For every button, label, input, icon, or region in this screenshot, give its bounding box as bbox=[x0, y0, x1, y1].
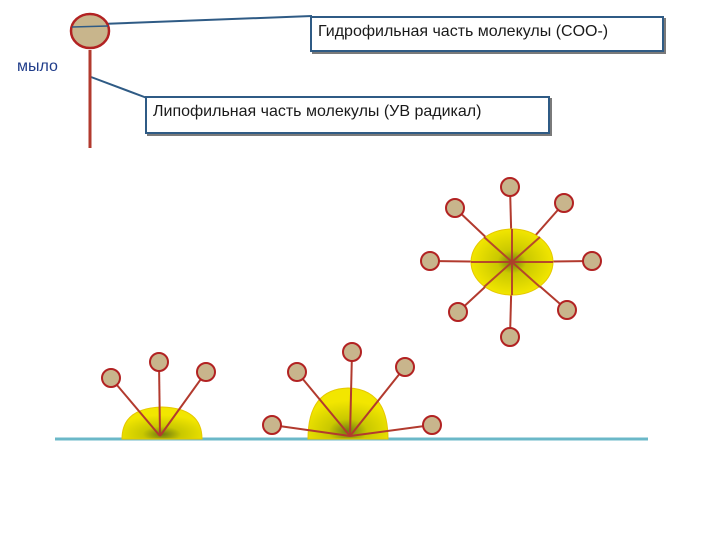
oil-droplet-medium bbox=[263, 343, 441, 439]
lipophilic-label: Липофильная часть молекулы (УВ радикал) bbox=[153, 103, 481, 120]
droplet-head bbox=[263, 416, 281, 434]
oil-droplet-small bbox=[102, 353, 215, 439]
micelle-head bbox=[558, 301, 576, 319]
micelle-head bbox=[421, 252, 439, 270]
droplet-head bbox=[288, 363, 306, 381]
hydrophilic-pointer-line bbox=[74, 16, 312, 25]
lipophilic-pointer-line bbox=[91, 77, 147, 98]
droplet-head bbox=[197, 363, 215, 381]
micelle-head bbox=[555, 194, 573, 212]
hydrophilic-callout: Гидрофильная часть молекулы (COO-) bbox=[310, 16, 664, 52]
droplet-head bbox=[423, 416, 441, 434]
micelle-head bbox=[449, 303, 467, 321]
droplet-head bbox=[150, 353, 168, 371]
micelle-head bbox=[446, 199, 464, 217]
hydrophilic-label: Гидрофильная часть молекулы (COO-) bbox=[318, 23, 608, 40]
micelle-head bbox=[501, 328, 519, 346]
droplet-head bbox=[343, 343, 361, 361]
micelle-head bbox=[501, 178, 519, 196]
droplet-head bbox=[102, 369, 120, 387]
droplet-head bbox=[396, 358, 414, 376]
micelle bbox=[421, 178, 601, 346]
molecule-head bbox=[71, 14, 109, 48]
micelle-head bbox=[583, 252, 601, 270]
lipophilic-callout: Липофильная часть молекулы (УВ радикал) bbox=[145, 96, 550, 134]
soap-label: мыло bbox=[17, 58, 58, 76]
head-divider bbox=[72, 26, 108, 27]
